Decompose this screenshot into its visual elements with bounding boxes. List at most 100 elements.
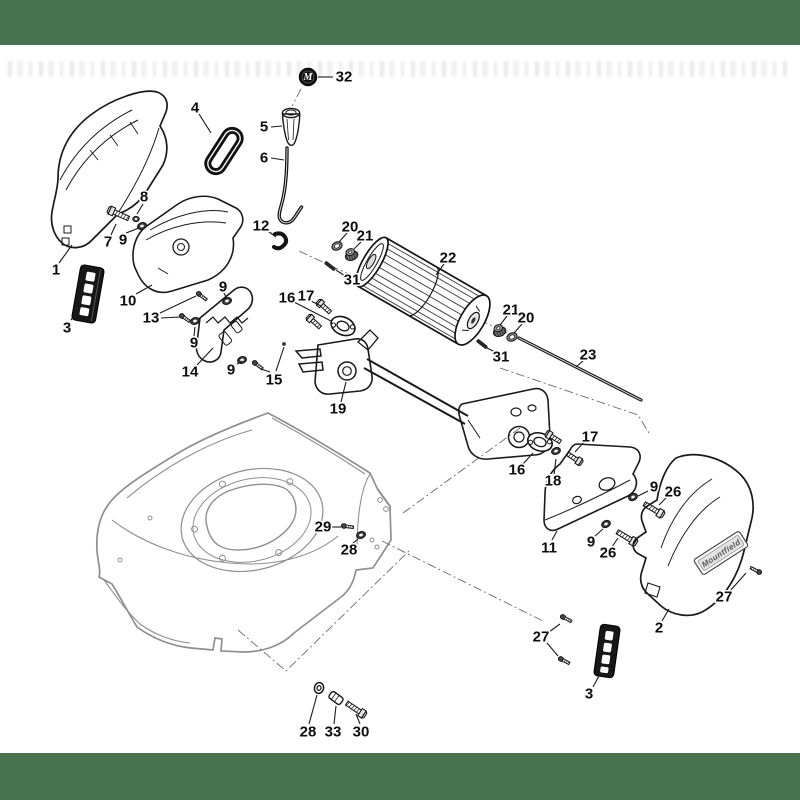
part-18-washer xyxy=(549,445,563,457)
brand-badge: Mountfield xyxy=(693,531,749,575)
cap-logo-letter: M xyxy=(303,72,314,83)
faint-text-row xyxy=(8,61,792,77)
part-14-adjuster-rack xyxy=(195,286,254,363)
alignment-lines xyxy=(237,88,650,672)
part-number-4: 4 xyxy=(191,100,200,117)
leader-line-11 xyxy=(551,530,558,541)
deck-rear-plate-holes xyxy=(117,497,389,563)
align-deck-to-bolts xyxy=(237,548,412,672)
leader-line-15 xyxy=(275,346,285,372)
leader-line-2 xyxy=(661,608,670,622)
part-number-9: 9 xyxy=(587,534,595,551)
part-number-9: 9 xyxy=(190,335,198,352)
part-27-screw-a xyxy=(559,613,573,624)
part-number-29: 29 xyxy=(315,519,332,536)
part-number-12: 12 xyxy=(253,218,270,235)
part-30-bolt xyxy=(343,699,369,720)
leader-line-16 xyxy=(293,301,332,322)
part-12-clip xyxy=(272,231,289,251)
part-19-roller-frame xyxy=(294,329,551,460)
deck-blade-opening xyxy=(180,467,324,573)
leader-line-14 xyxy=(196,347,214,366)
part-8-nut xyxy=(132,215,140,223)
leader-line-26 xyxy=(658,496,668,506)
leader-line-27 xyxy=(548,623,561,633)
leader-line-9 xyxy=(223,292,227,298)
leader-line-22 xyxy=(435,263,445,276)
part-3-rubber-strip-bottom xyxy=(593,623,621,679)
leader-line-20 xyxy=(513,323,523,334)
leader-line-28 xyxy=(351,538,359,545)
leader-line-9 xyxy=(236,360,243,365)
part-number-14: 14 xyxy=(182,364,199,381)
part-number-3: 3 xyxy=(585,686,593,703)
top-border xyxy=(0,0,800,45)
part-9-washer-b xyxy=(221,295,233,307)
part-number-16: 16 xyxy=(509,462,526,479)
part-number-3: 3 xyxy=(63,320,71,337)
leader-line-5 xyxy=(270,125,283,128)
part-9-washer-e xyxy=(626,491,640,503)
part-6-adjuster-rod xyxy=(277,146,304,225)
part-5-knob-plug xyxy=(281,107,301,147)
part-number-6: 6 xyxy=(260,150,268,167)
part-17-bolt-left-a xyxy=(314,297,334,316)
leader-line-9 xyxy=(637,490,649,497)
leader-line-33 xyxy=(333,705,337,725)
part-20-washer-right xyxy=(505,330,519,344)
part-number-27: 27 xyxy=(716,589,733,606)
leader-line-1 xyxy=(58,244,73,264)
part-number-9: 9 xyxy=(227,362,235,379)
part-number-20: 20 xyxy=(342,219,359,236)
part-number-8: 8 xyxy=(140,189,148,206)
part-number-11: 11 xyxy=(541,540,557,557)
leader-line-28 xyxy=(308,694,318,725)
part-29-screw xyxy=(340,522,355,531)
part-number-21: 21 xyxy=(357,228,374,245)
part-number-1: 1 xyxy=(52,262,60,279)
part-number-22: 22 xyxy=(440,250,457,267)
part-9-washer-f xyxy=(599,518,613,530)
part-15-pin xyxy=(282,342,286,346)
part-21-nut-right xyxy=(490,322,508,339)
part-number-2: 2 xyxy=(655,620,663,637)
align-cap-to-plug xyxy=(291,88,302,107)
leader-line-18 xyxy=(553,458,557,475)
leader-line-13 xyxy=(160,316,181,319)
part-3-rubber-strip-top xyxy=(71,264,105,324)
part-number-9: 9 xyxy=(650,479,658,496)
leader-line-13 xyxy=(159,295,197,314)
part-number-26: 26 xyxy=(600,545,617,562)
part-number-33: 33 xyxy=(325,724,342,741)
leader-line-21 xyxy=(353,241,362,250)
part-number-17: 17 xyxy=(298,288,315,305)
part-31-pin-left xyxy=(323,260,337,272)
align-deck-to-cover xyxy=(402,427,521,514)
part-13-screw-b xyxy=(178,312,192,324)
part-22-rear-roller xyxy=(355,236,491,346)
part-33-spacer xyxy=(327,689,345,707)
leader-line-20 xyxy=(338,232,348,243)
leader-line-16 xyxy=(522,452,534,465)
bottom-border xyxy=(0,753,800,800)
part-number-31: 31 xyxy=(493,349,510,366)
part-20-washer-left xyxy=(330,239,344,253)
align-roller-axis-left xyxy=(298,250,360,280)
leader-line-15 xyxy=(260,368,271,373)
leader-line-10 xyxy=(135,284,153,295)
leader-line-17 xyxy=(310,300,322,307)
part-number-5: 5 xyxy=(260,119,268,136)
part-number-28: 28 xyxy=(300,724,317,741)
part-number-23: 23 xyxy=(580,347,597,364)
part-number-18: 18 xyxy=(545,473,562,490)
part-number-9: 9 xyxy=(119,232,127,249)
leader-line-17 xyxy=(574,441,585,453)
part-23-rod xyxy=(517,336,643,402)
leader-line-31 xyxy=(335,269,346,277)
part-number-9: 9 xyxy=(219,279,227,296)
leader-line-3 xyxy=(70,307,81,321)
part-number-20: 20 xyxy=(518,310,535,327)
leader-line-3 xyxy=(592,673,601,688)
